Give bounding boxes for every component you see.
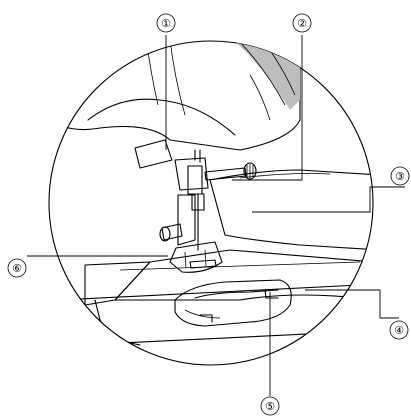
callout-4-label: ④ [394, 324, 404, 337]
bobbin-cover [174, 279, 292, 327]
leader-lines [27, 35, 405, 396]
magnifier-circle [48, 40, 374, 366]
machine-illustration [49, 41, 373, 365]
callout-5: ⑤ [260, 396, 280, 416]
callout-3: ③ [390, 166, 410, 186]
callout-4: ④ [389, 320, 409, 340]
callout-5-label: ⑤ [265, 400, 275, 413]
callout-1: ① [156, 13, 176, 33]
callout-2: ② [292, 13, 312, 33]
callout-1-label: ① [161, 17, 171, 30]
presser-foot [169, 241, 223, 273]
callout-3-label: ③ [395, 170, 405, 183]
needle-plate [114, 249, 373, 301]
callout-2-label: ② [297, 17, 307, 30]
head-shading [205, 41, 300, 110]
callout-6-label: ⑥ [12, 262, 22, 275]
flatbed [84, 261, 151, 306]
callout-6: ⑥ [7, 258, 27, 278]
